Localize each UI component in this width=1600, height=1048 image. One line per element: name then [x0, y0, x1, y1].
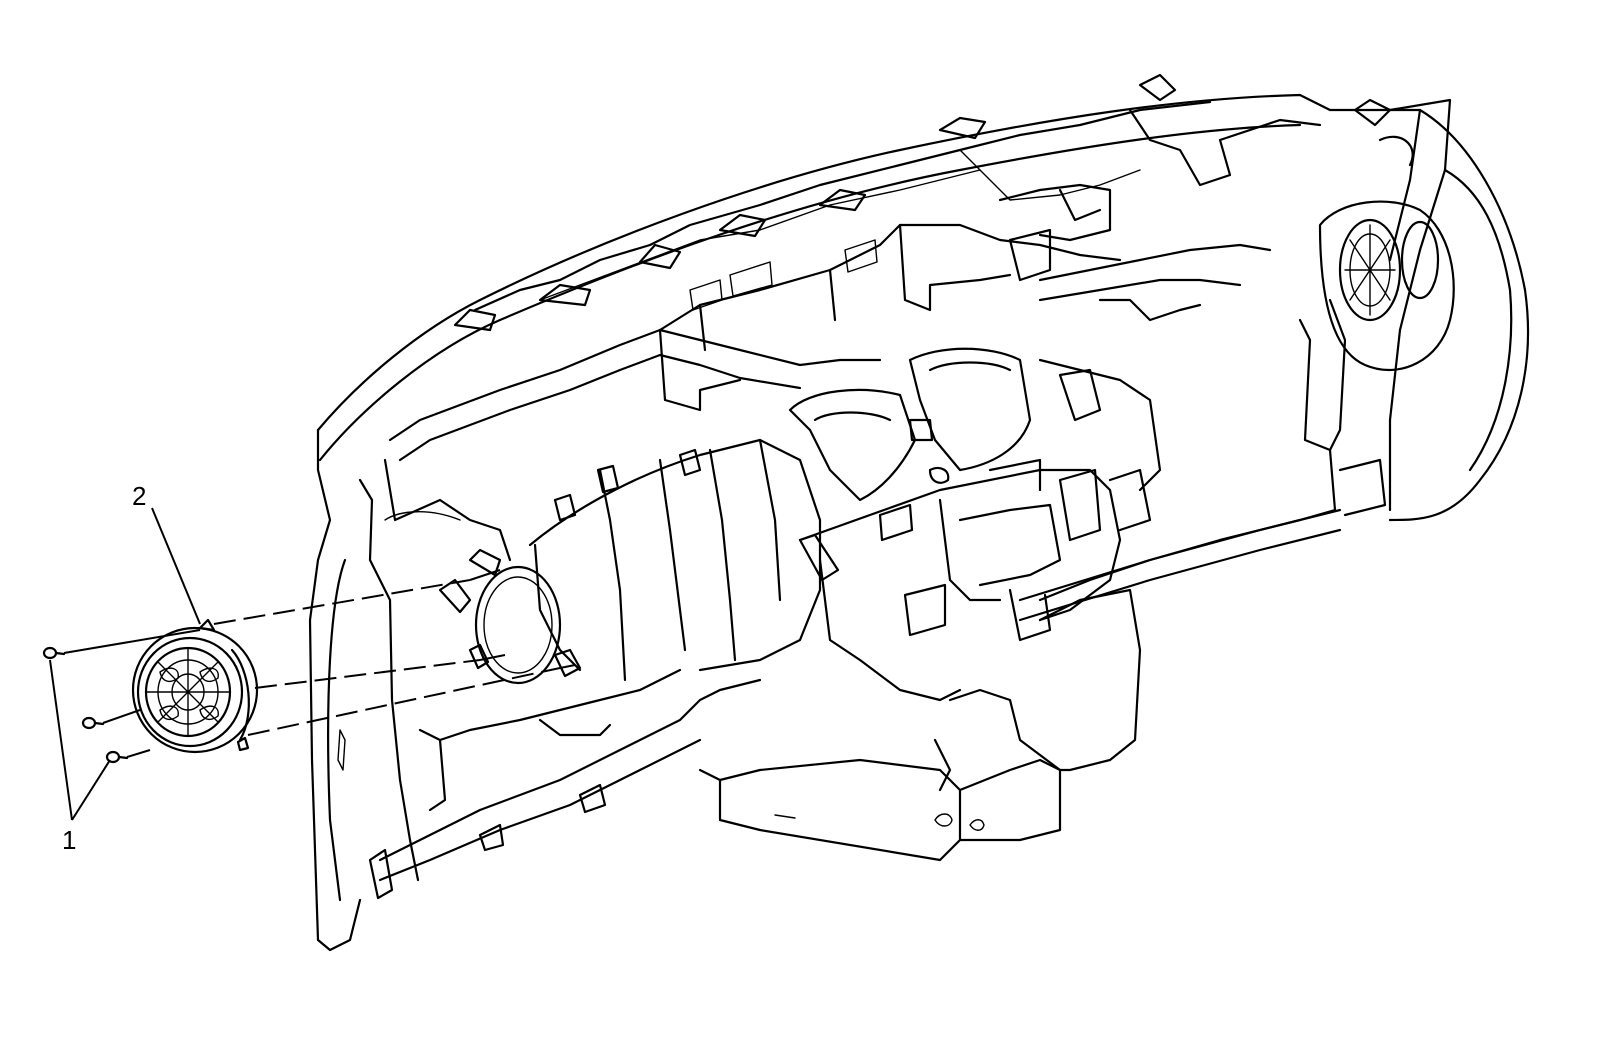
installation-lines: [63, 569, 576, 758]
screw-top: [42, 646, 66, 660]
left-speaker-opening: [438, 548, 582, 685]
callout-1-label: 1: [62, 825, 76, 855]
callout-2-label: 2: [132, 481, 146, 511]
speaker-assembly: [131, 618, 259, 754]
screw-middle: [81, 716, 105, 730]
callout-leaders: [49, 507, 201, 821]
screws: [42, 646, 129, 764]
screw-bottom: [105, 750, 129, 764]
instrument-panel: [308, 73, 1530, 952]
right-speaker: [1318, 135, 1455, 372]
